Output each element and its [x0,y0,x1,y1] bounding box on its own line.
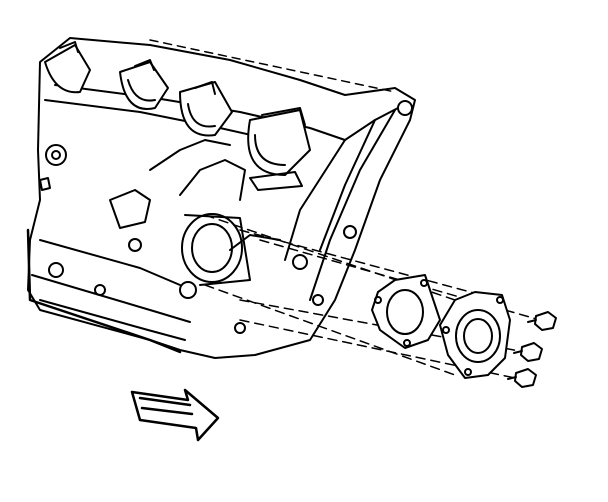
gasket [371,274,441,349]
engine-block [26,37,416,359]
bearing-caps [44,41,311,191]
bolts [507,311,557,388]
bearing-cap-3 [179,81,233,137]
bearing-cap-4 [247,107,311,191]
bolt-3 [507,368,537,388]
cover-plate [439,291,511,379]
bearing-cap-1 [44,41,91,94]
bearing-cap-2 [119,59,169,110]
arrow-right-icon [130,388,220,442]
bolt-2 [513,342,543,362]
bolt-1 [527,311,557,331]
